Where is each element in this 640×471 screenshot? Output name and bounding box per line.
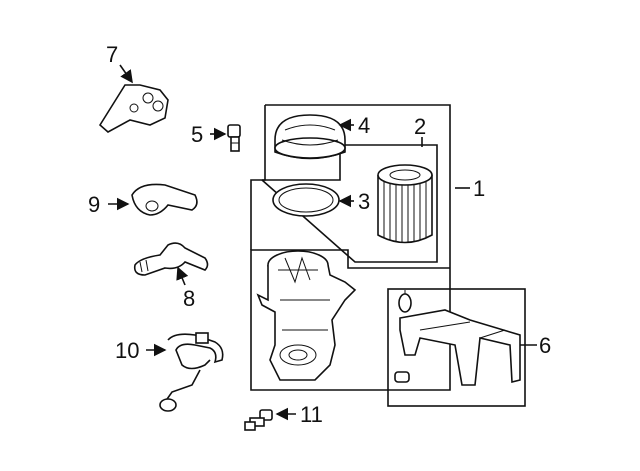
hose-part-9[interactable] <box>131 183 198 216</box>
callout-11: 11 <box>300 402 323 427</box>
assembly-box-1 <box>250 104 451 391</box>
mount-bracket-part-6[interactable] <box>394 290 521 386</box>
callout-5: 5 <box>191 122 203 147</box>
filter-element-part-2[interactable] <box>377 164 433 244</box>
hose-part-8[interactable] <box>133 242 209 276</box>
filter-box-2 <box>261 144 438 263</box>
leader-8 <box>176 266 189 286</box>
callout-2: 2 <box>414 114 426 139</box>
callout-6: 6 <box>539 333 551 358</box>
callout-10: 10 <box>115 338 139 363</box>
pipe-part-10[interactable] <box>159 332 224 412</box>
bracket-box-6 <box>387 288 526 407</box>
callout-1: 1 <box>473 176 485 201</box>
o-ring-part-3[interactable] <box>272 183 340 217</box>
callout-8: 8 <box>183 286 195 311</box>
leader-7 <box>119 64 133 84</box>
fitting-part-11[interactable] <box>244 409 273 431</box>
filter-housing-part-1[interactable] <box>256 250 357 381</box>
sensor-part-5[interactable] <box>227 124 241 152</box>
callout-9: 9 <box>88 192 100 217</box>
callout-4: 4 <box>358 113 370 138</box>
pump-bracket-part-7[interactable] <box>98 84 169 133</box>
filter-cap-part-4[interactable] <box>274 114 346 160</box>
callout-7: 7 <box>106 42 118 67</box>
callout-3: 3 <box>358 189 370 214</box>
